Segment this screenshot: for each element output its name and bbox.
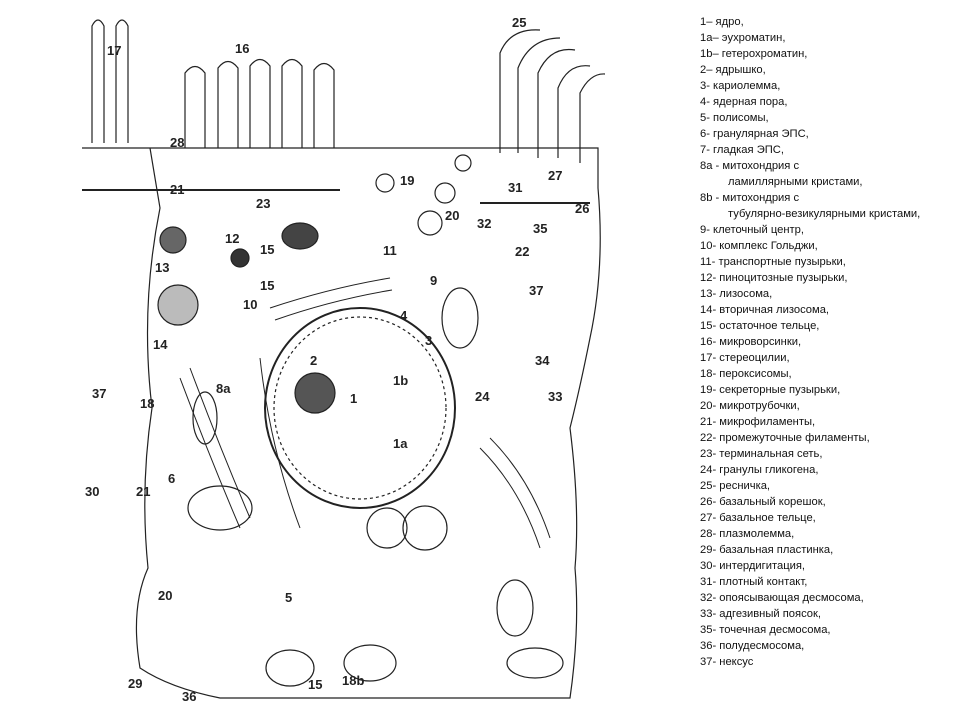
legend-item: 26- базальный корешок, bbox=[700, 496, 826, 508]
diagram-label: 15 bbox=[308, 677, 322, 692]
cilia bbox=[499, 29, 606, 163]
diagram-label: 1a bbox=[393, 436, 408, 451]
diagram-label: 27 bbox=[548, 168, 562, 183]
diagram-label: 37 bbox=[529, 283, 543, 298]
diagram-label: 11 bbox=[383, 243, 397, 258]
mitochondria bbox=[187, 287, 564, 687]
diagram-label: 34 bbox=[535, 353, 550, 368]
legend-item: 14- вторичная лизосома, bbox=[700, 304, 830, 316]
legend-item: 8а - митохондрия с bbox=[700, 160, 800, 172]
legend-item: 3- кариолемма, bbox=[700, 80, 781, 92]
legend-item: 12- пиноцитозные пузырьки, bbox=[700, 272, 848, 284]
diagram-label: 18 bbox=[140, 396, 154, 411]
diagram-label: 29 bbox=[128, 676, 142, 691]
diagram-label: 35 bbox=[533, 221, 547, 236]
legend-item: 27- базальное тельце, bbox=[700, 512, 816, 524]
diagram-label: 2 bbox=[310, 353, 317, 368]
diagram-label: 10 bbox=[243, 297, 257, 312]
legend-item: 4- ядерная пора, bbox=[700, 96, 788, 108]
diagram-label: 13 bbox=[155, 260, 169, 275]
diagram-label: 30 bbox=[85, 484, 99, 499]
legend-item: 9- клеточный центр, bbox=[700, 224, 804, 236]
diagram-label: 6 bbox=[168, 471, 175, 486]
diagram-label: 18b bbox=[342, 673, 364, 688]
diagram-label: 3 bbox=[425, 333, 432, 348]
diagram-label: 8a bbox=[216, 381, 231, 396]
diagram-label: 5 bbox=[285, 590, 292, 605]
diagram-label: 21 bbox=[170, 182, 184, 197]
diagram-label: 33 bbox=[548, 389, 562, 404]
microvilli bbox=[184, 58, 335, 148]
legend-item: 19- секреторные пузырьки, bbox=[700, 384, 841, 396]
legend-item: 21- микрофиламенты, bbox=[700, 416, 816, 428]
diagram-label: 14 bbox=[153, 337, 168, 352]
diagram-label: 24 bbox=[475, 389, 490, 404]
diagram-label: 16 bbox=[235, 41, 249, 56]
legend-item: 22- промежуточные филаменты, bbox=[700, 432, 870, 444]
diagram-label: 37 bbox=[92, 386, 106, 401]
diagram-label: 25 bbox=[512, 15, 526, 30]
diagram-label: 1 bbox=[350, 391, 357, 406]
legend-item: ламиллярными кристами, bbox=[728, 176, 863, 188]
plasmolemma bbox=[82, 147, 601, 699]
diagram-label: 17 bbox=[107, 43, 121, 58]
legend-item: 15- остаточное тельце, bbox=[700, 320, 820, 332]
stereocilia bbox=[91, 19, 129, 143]
diagram-label: 15 bbox=[260, 278, 274, 293]
endoplasmic-reticulum bbox=[179, 277, 551, 549]
diagram-label: 26 bbox=[575, 201, 589, 216]
vesicles bbox=[157, 154, 472, 551]
legend-item: 8b - митохондрия с bbox=[700, 192, 800, 204]
legend-item: 7- гладкая ЭПС, bbox=[700, 144, 784, 156]
legend-item: 25- ресничка, bbox=[700, 480, 771, 492]
legend-item: 10- комплекс Гольджи, bbox=[700, 240, 818, 252]
legend-item: 30- интердигитация, bbox=[700, 560, 806, 572]
label-group: 17 16 25 28 21 23 31 27 26 32 35 22 37 1… bbox=[85, 15, 589, 704]
legend-item: 35- точечная десмосома, bbox=[700, 624, 831, 636]
legend-item: 6- гранулярная ЭПС, bbox=[700, 128, 809, 140]
legend-item: 28- плазмолемма, bbox=[700, 528, 795, 540]
legend-item: 33- адгезивный поясок, bbox=[700, 608, 822, 620]
legend-item: 1а– эухроматин, bbox=[700, 32, 786, 44]
diagram-label: 20 bbox=[445, 208, 459, 223]
legend-item: 17- стереоцилии, bbox=[700, 352, 790, 364]
diagram-label: 15 bbox=[260, 242, 274, 257]
diagram-label: 31 bbox=[508, 180, 522, 195]
legend-item: 24- гранулы гликогена, bbox=[700, 464, 819, 476]
legend-item: 37- нексус bbox=[700, 656, 754, 668]
legend-list: 1– ядро, 1а– эухроматин, 1b– гетерохрома… bbox=[700, 14, 955, 670]
diagram-label: 1b bbox=[393, 373, 408, 388]
cell-ultrastructure-diagram: 17 16 25 28 21 23 31 27 26 32 35 22 37 1… bbox=[82, 15, 606, 704]
legend-item: 20- микротрубочки, bbox=[700, 400, 800, 412]
diagram-label: 36 bbox=[182, 689, 196, 704]
diagram-label: 22 bbox=[515, 244, 529, 259]
legend-item: 2– ядрышко, bbox=[700, 64, 766, 76]
legend-item: 11- транспортные пузырьки, bbox=[700, 256, 846, 268]
legend-item: 13- лизосома, bbox=[700, 288, 773, 300]
diagram-label: 21 bbox=[136, 484, 150, 499]
legend-item: 18- пероксисомы, bbox=[700, 368, 792, 380]
diagram-label: 23 bbox=[256, 196, 270, 211]
diagram-label: 20 bbox=[158, 588, 172, 603]
diagram-label: 32 bbox=[477, 216, 491, 231]
legend-item: 1b– гетерохроматин, bbox=[700, 48, 808, 60]
diagram-label: 9 bbox=[430, 273, 437, 288]
diagram-label: 12 bbox=[225, 231, 239, 246]
legend-item: 32- опоясывающая десмосома, bbox=[700, 592, 864, 604]
diagram-label: 19 bbox=[400, 173, 414, 188]
legend-item: 16- микроворсинки, bbox=[700, 336, 802, 348]
diagram-label: 28 bbox=[170, 135, 184, 150]
legend-item: 29- базальная пластинка, bbox=[700, 544, 834, 556]
legend-item: 1– ядро, bbox=[700, 16, 744, 28]
legend-item: 31- плотный контакт, bbox=[700, 576, 808, 588]
nucleus bbox=[264, 307, 456, 509]
legend-item: 5- полисомы, bbox=[700, 112, 769, 124]
legend-item: тубулярно-везикулярными кристами, bbox=[728, 208, 921, 220]
legend-item: 36- полудесмосома, bbox=[700, 640, 805, 652]
legend-item: 23- терминальная сеть, bbox=[700, 448, 823, 460]
diagram-label: 4 bbox=[400, 308, 408, 323]
